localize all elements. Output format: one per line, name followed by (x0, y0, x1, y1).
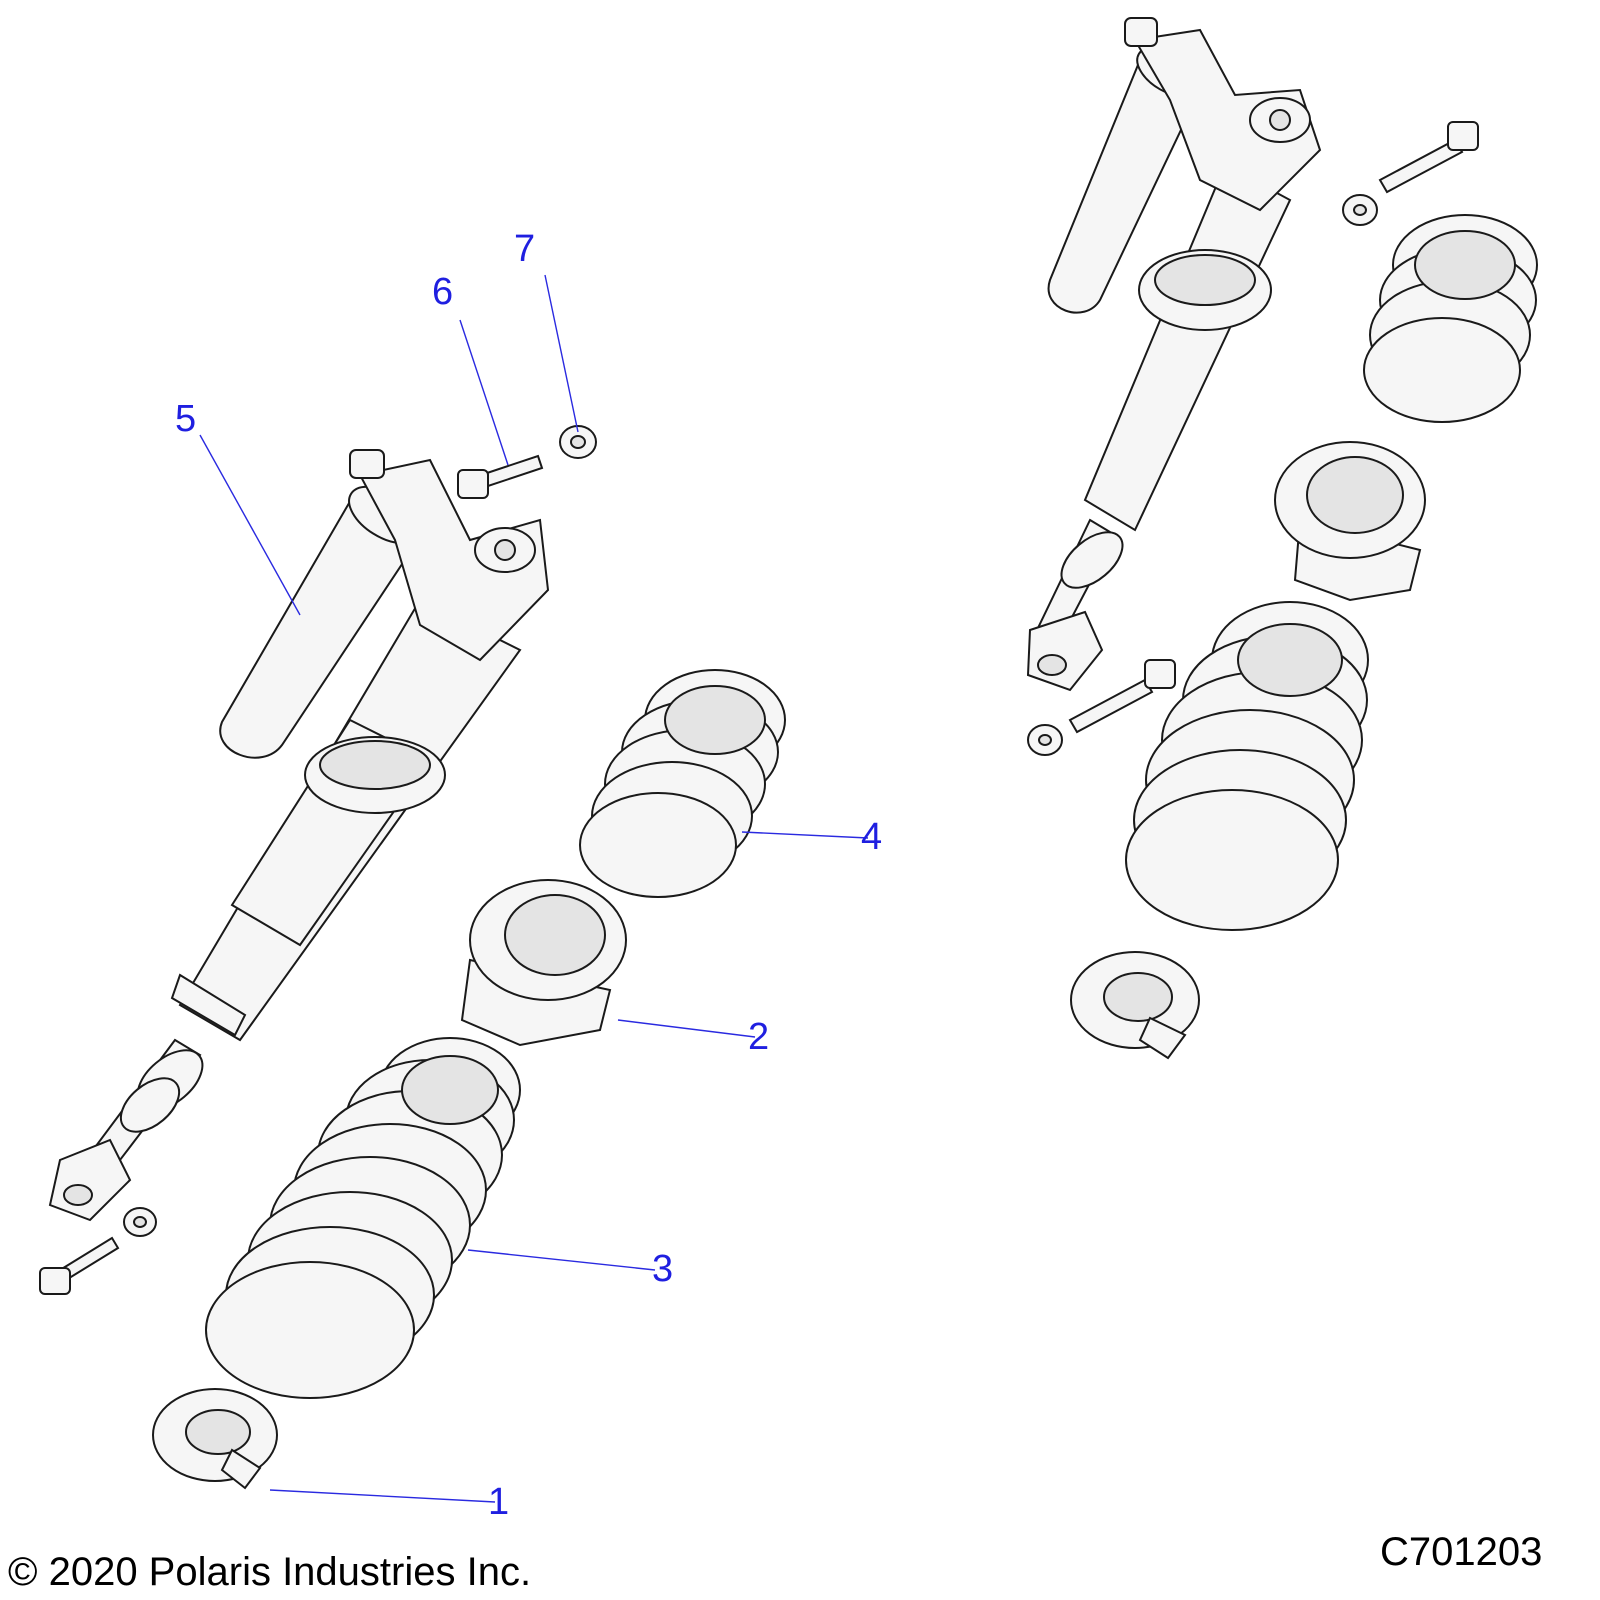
leader-1 (269, 1489, 496, 1503)
leader-5 (199, 434, 301, 616)
callout-7: 7 (514, 228, 536, 270)
leader-6 (459, 319, 509, 466)
right-retainer (1070, 951, 1200, 1060)
left-lower-bolt (39, 1207, 157, 1295)
callout-3: 3 (652, 1248, 674, 1290)
callout-2: 2 (748, 1016, 770, 1058)
right-upper-spring (1363, 214, 1538, 423)
right-upper-bolt (1342, 121, 1479, 226)
left-shock-assembly (39, 274, 869, 1503)
bolt-part-6 (457, 454, 544, 499)
leader-3 (467, 1249, 656, 1271)
right-shock-assembly (1026, 17, 1538, 1060)
leader-2 (617, 1019, 756, 1038)
left-shock-body (48, 449, 550, 1222)
right-shock-body (1026, 17, 1322, 692)
callout-4: 4 (861, 816, 883, 858)
right-lower-bolt (1027, 659, 1176, 756)
leader-7 (544, 274, 579, 433)
copyright-text: © 2020 Polaris Industries Inc. (8, 1550, 532, 1594)
callout-1: 1 (488, 1481, 510, 1523)
drawing-number: C701203 (1380, 1530, 1543, 1574)
nut-part-7 (559, 425, 597, 459)
callout-5: 5 (175, 398, 197, 440)
right-spacer (1274, 441, 1426, 602)
upper-spring-part-4 (579, 669, 786, 898)
callout-6: 6 (432, 271, 454, 313)
leader-4 (741, 831, 869, 839)
right-lower-spring (1125, 601, 1369, 931)
lower-spring-part-3 (205, 1037, 521, 1399)
spacer-part-2 (460, 879, 627, 1047)
retainer-part-1 (152, 1388, 278, 1490)
